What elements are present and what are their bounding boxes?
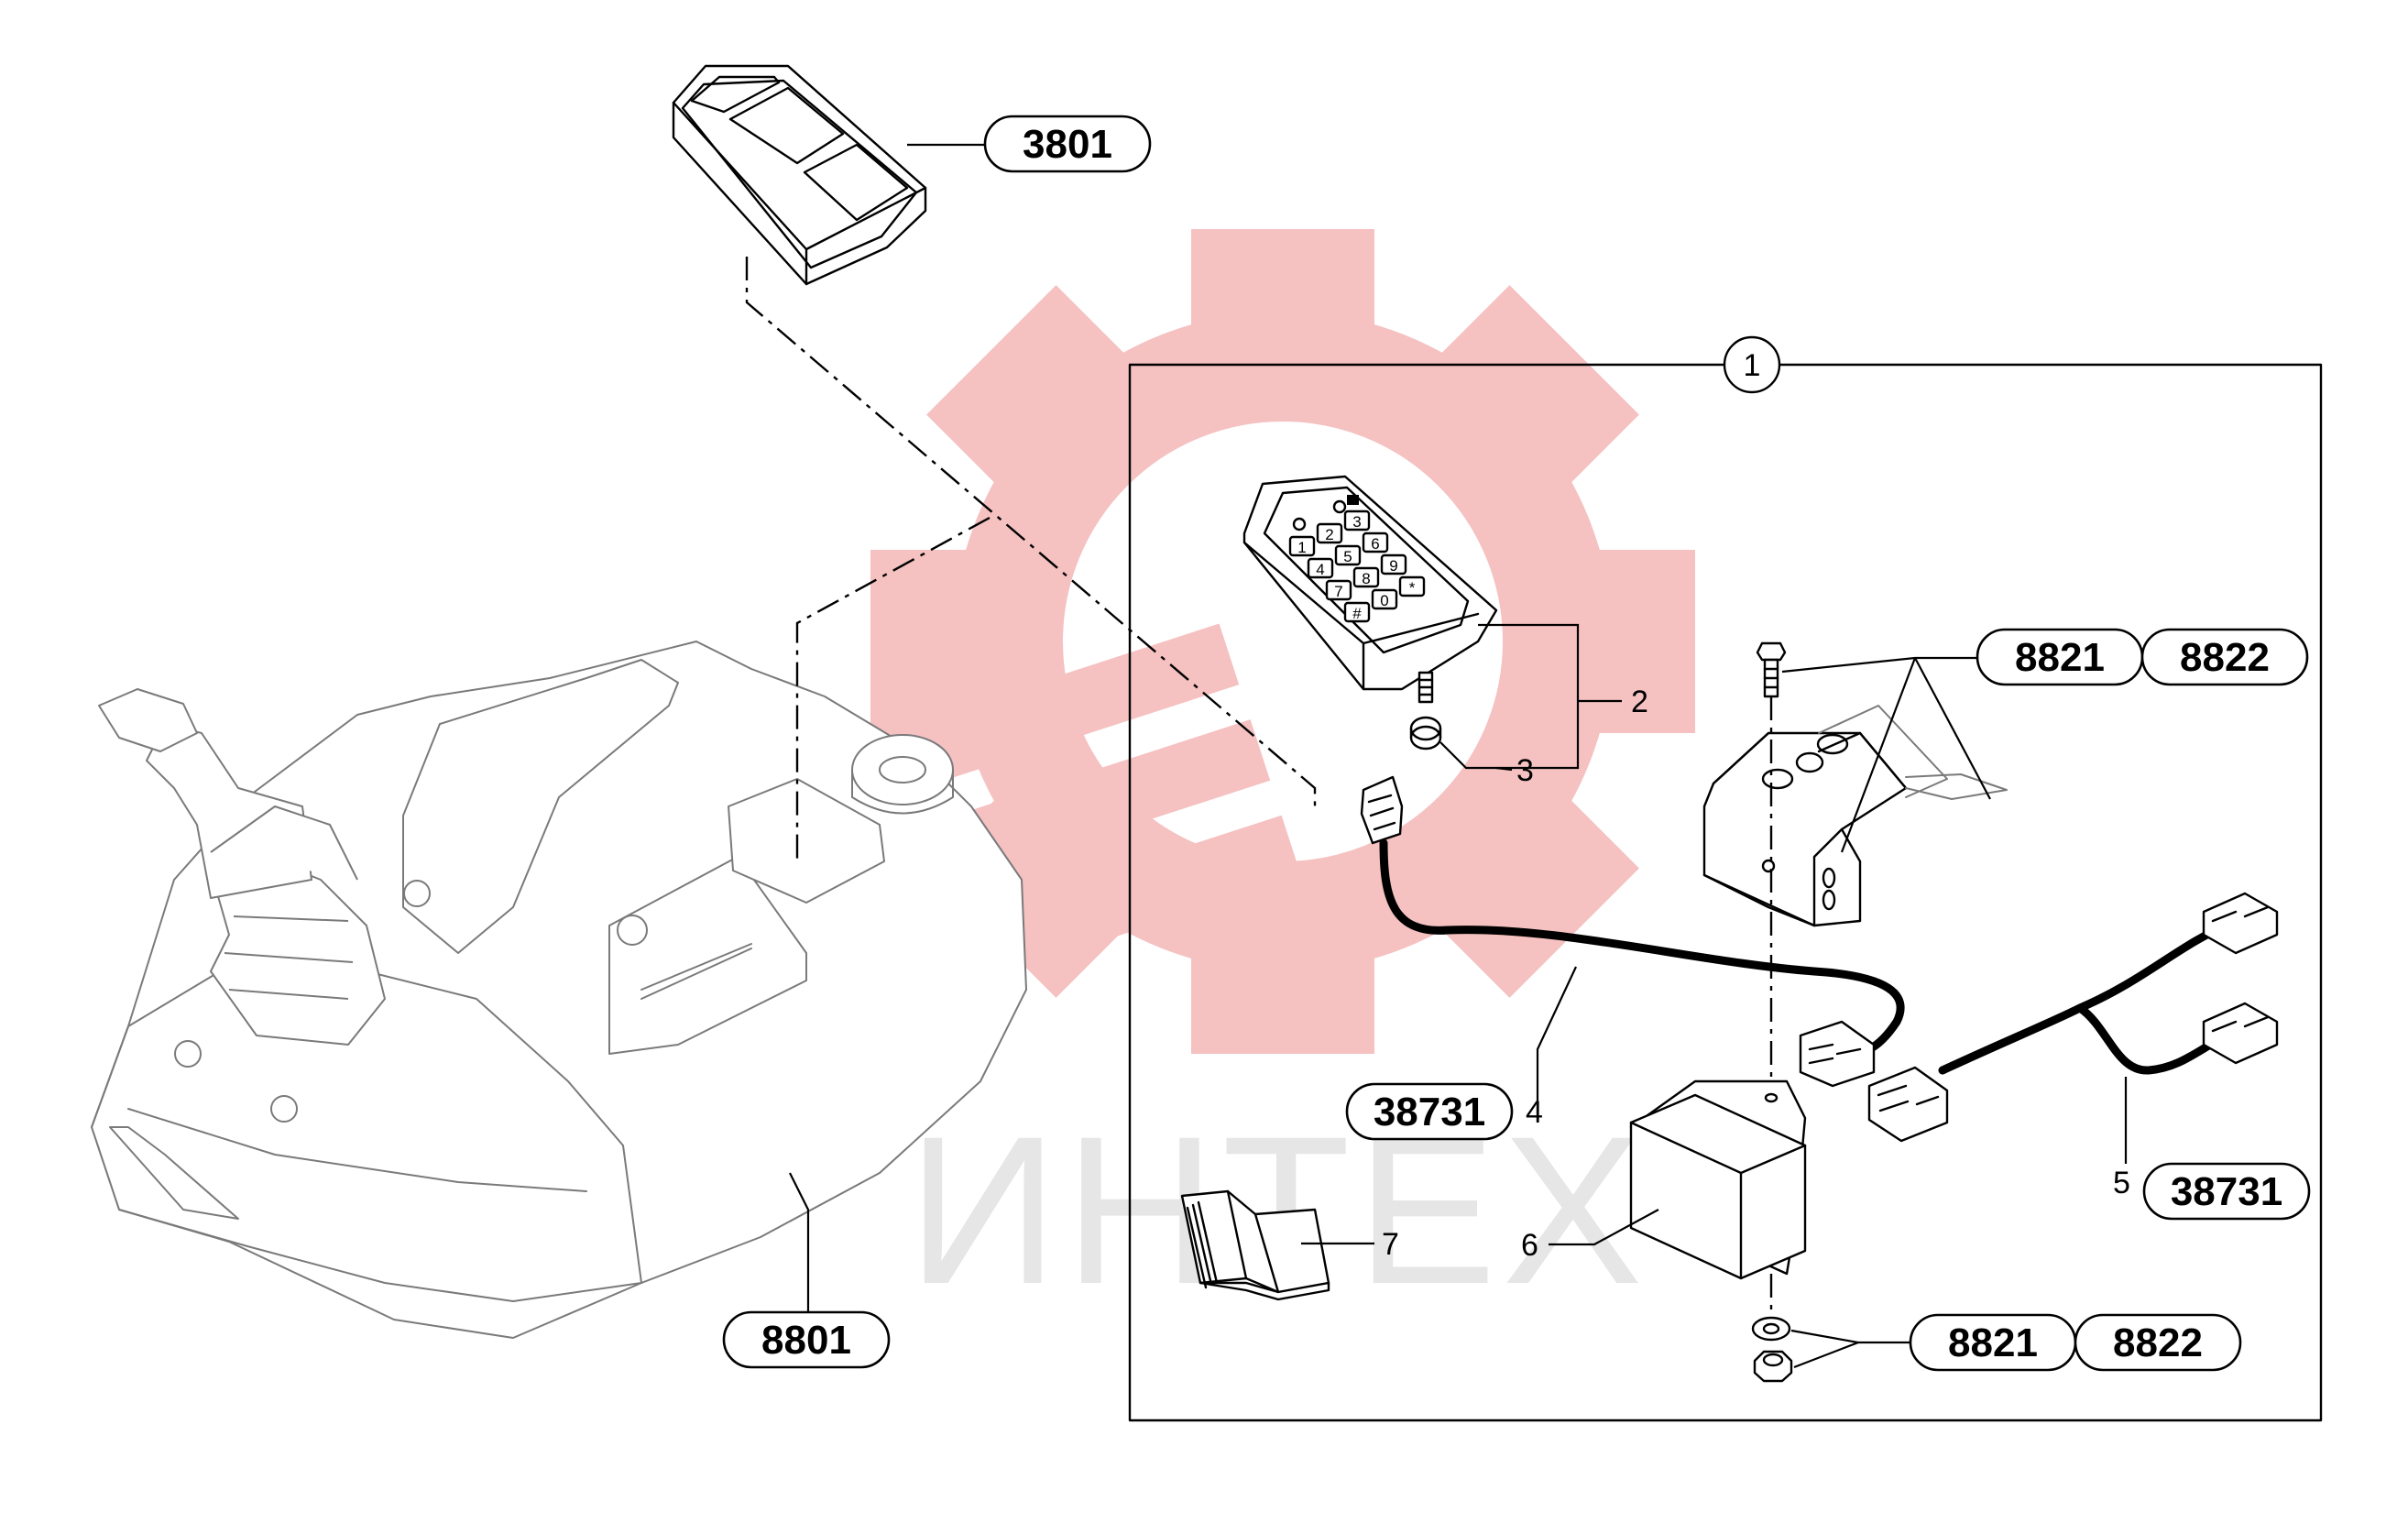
part-number: 8822	[2180, 635, 2270, 680]
keypad-key	[1398, 575, 1426, 597]
keypad-key-label: 1	[1297, 539, 1306, 556]
leader-bracket-keypad	[1478, 623, 1580, 770]
keypad-key	[1316, 522, 1343, 544]
part-pill-38731-left[interactable]: 38731	[1345, 1082, 1514, 1141]
item-number-7: 7	[1382, 1227, 1399, 1262]
leader-item-3	[1439, 741, 1513, 772]
wiring-harness-5	[1867, 892, 2279, 1143]
leader-nut-washer	[1790, 1329, 1863, 1369]
leader-bracket-pill	[1840, 657, 1991, 853]
part-pill-38731-right[interactable]: 38731	[2142, 1162, 2311, 1221]
part-number: 8821	[1948, 1320, 2038, 1365]
part-pill-8822-top[interactable]: 8822	[2140, 628, 2309, 686]
item-number-1: 1	[1744, 348, 1761, 383]
leader-console	[789, 1172, 810, 1320]
keypad-key-label: 4	[1316, 561, 1324, 578]
kit-number-badge	[1723, 335, 1781, 394]
item-number-2: 2	[1631, 685, 1648, 719]
keypad-key-label: 5	[1343, 548, 1352, 565]
keypad-key	[1288, 535, 1316, 557]
part-pill-8821-top[interactable]: 8821	[1976, 628, 2144, 686]
keypad-keys: 1 2 3 4 5 6 7 8 9 # 0 *	[1288, 509, 1426, 623]
owner-manual-7	[1180, 1189, 1330, 1301]
keypad-cable-4	[1360, 775, 1905, 1088]
keypad-key-label: 2	[1325, 526, 1333, 543]
control-module-6	[1629, 1079, 1807, 1280]
keypad-key-label: 6	[1371, 535, 1379, 553]
switch-panel-3801	[672, 64, 927, 286]
keypad-key	[1352, 566, 1380, 588]
keypad-key	[1307, 557, 1334, 579]
keypad-key	[1343, 509, 1371, 531]
part-number: 38731	[2171, 1169, 2282, 1214]
part-number: 8822	[2113, 1320, 2203, 1365]
keypad-key	[1343, 601, 1371, 623]
leader-item-4	[1536, 966, 1577, 1102]
keypad-key	[1325, 579, 1352, 601]
item-number-3: 3	[1516, 753, 1534, 788]
item-number-5: 5	[2113, 1166, 2130, 1200]
washer-and-nut	[1751, 1316, 1793, 1383]
part-pill-3801[interactable]: 3801	[907, 115, 1152, 173]
keypad-key	[1380, 553, 1407, 575]
part-pill-8822-bottom[interactable]: 8822	[2074, 1313, 2242, 1372]
bolt-and-bracket	[1702, 641, 2008, 927]
keypad-key-label: 3	[1352, 513, 1361, 531]
item-number-6: 6	[1521, 1228, 1538, 1263]
item-number-4: 4	[1526, 1095, 1543, 1130]
part-number: 8801	[761, 1318, 851, 1363]
part-pill-8821-bottom[interactable]: 8821	[1909, 1313, 2077, 1372]
keypad-key	[1371, 588, 1398, 610]
keypad-key	[1334, 544, 1362, 566]
dashed-leader-console	[795, 516, 991, 861]
control-console-8801	[91, 641, 1027, 1339]
part-number: 8821	[2015, 635, 2105, 680]
part-pill-8801[interactable]: 8801	[722, 1310, 891, 1369]
leader-item-6	[1549, 1209, 1659, 1246]
keypad-assembly	[1242, 475, 1498, 751]
keypad-key-label: *	[1409, 579, 1416, 597]
keypad-key-label: 8	[1362, 570, 1370, 587]
keypad-key-label: 9	[1389, 557, 1397, 575]
keypad-key	[1362, 531, 1389, 553]
keypad-key-label: 7	[1334, 583, 1342, 600]
part-number: 3801	[1023, 122, 1112, 167]
keypad-key-label: 0	[1380, 592, 1388, 609]
keypad-key-label: #	[1352, 605, 1362, 622]
part-number: 38731	[1374, 1090, 1485, 1134]
dashed-leader-switch	[745, 257, 1317, 806]
